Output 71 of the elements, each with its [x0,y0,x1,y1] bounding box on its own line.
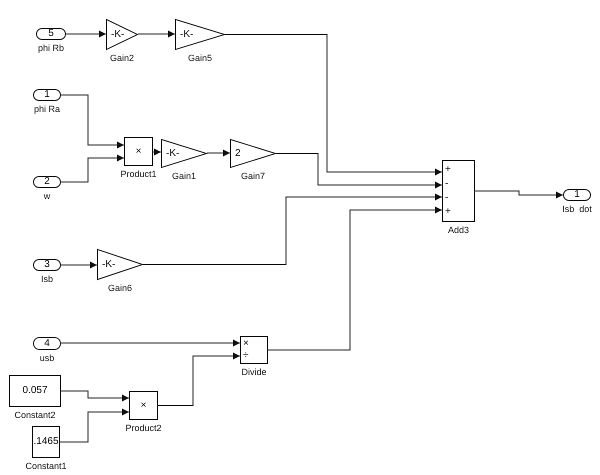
block-text: ÷ [243,351,248,361]
signal-arrow [60,94,124,148]
port-block [36,28,66,40]
product-block [124,137,153,166]
block-caption: Gain6 [108,283,132,293]
signal-arrow [60,154,124,182]
gain-block [175,19,225,50]
signal-arrow [60,262,98,268]
block-caption: phi Rb [38,43,64,53]
block-caption: phi Ra [34,104,60,114]
signal-arrow [60,408,130,442]
port-block [33,259,61,271]
block-text: 0.057 [22,386,48,396]
signal-arrow [206,150,230,156]
gain-block [97,249,143,280]
operator-block [240,336,268,364]
block-text: - [445,193,448,203]
block-text: 4 [44,338,50,348]
gain-block [106,19,138,50]
block-text: 2 [44,177,50,187]
signal-arrow [268,206,442,350]
block-text: - [445,179,448,189]
signal-arrow [224,34,442,176]
block-caption: Gain2 [110,53,134,63]
gain-block [230,139,276,168]
block-caption: Isb [41,274,53,284]
block-text: 5 [48,29,54,39]
product-block [9,375,61,407]
block-text: 2 [235,148,241,158]
block-caption: Product2 [125,423,162,433]
block-caption: Divide [242,367,266,377]
signal-arrow [474,190,564,198]
block-caption: usb [40,353,54,363]
port-block [33,176,61,188]
block-text: × [136,146,142,156]
block-text: -K- [102,260,116,270]
signal-arrow [158,352,240,406]
block-text: -K- [180,30,194,40]
operator-block [442,160,475,222]
block-text: 1 [574,190,580,200]
block-caption: Add3 [448,225,470,235]
block-text: 1 [44,90,50,100]
port-block [563,189,591,201]
block-caption: Constant2 [14,410,56,420]
signal-arrow [142,194,442,265]
product-block [32,426,60,458]
block-caption: Gain5 [188,53,212,63]
block-text: -K- [111,30,124,40]
gain-block [161,139,207,168]
block-caption: w [44,191,50,201]
block-caption: Isb dot [562,204,592,214]
port-block [33,89,61,101]
signal-arrow [138,30,176,38]
port-block [33,337,61,350]
block-text: + [445,165,451,175]
signal-arrow [66,30,106,38]
block-text: -K- [166,148,180,158]
block-caption: Gain1 [172,171,196,181]
block-text: .1465 [33,437,59,447]
signal-arrow [60,390,130,402]
signal-arrow [152,148,162,156]
signal-arrow [276,153,442,188]
block-caption: Constant1 [25,461,67,471]
block-text: 3 [44,260,50,270]
product-block [129,391,158,420]
signal-arrow [60,340,240,346]
block-text: × [140,400,146,410]
block-text: + [445,207,451,217]
block-caption: Gain7 [240,171,266,181]
block-caption: Product1 [120,169,157,179]
block-text: × [243,339,249,349]
